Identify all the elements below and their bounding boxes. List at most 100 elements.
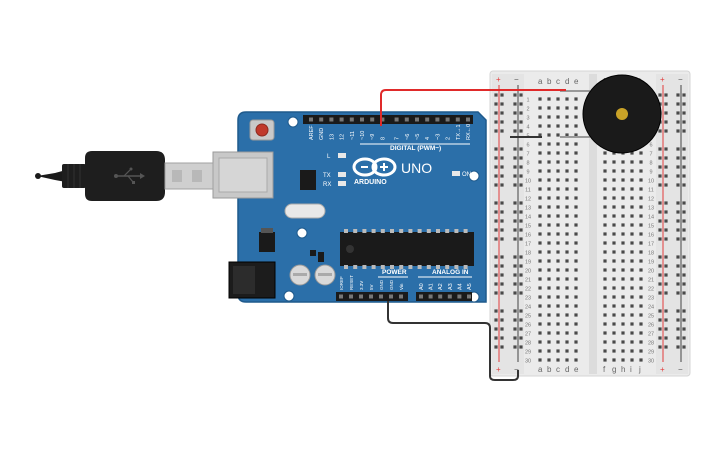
breadboard-hole[interactable]: [547, 331, 551, 335]
rail-hole[interactable]: [664, 210, 668, 214]
rail-hole[interactable]: [664, 318, 668, 322]
breadboard-hole[interactable]: [621, 178, 625, 182]
rail-hole[interactable]: [494, 309, 498, 313]
rail-hole[interactable]: [500, 255, 504, 259]
breadboard-hole[interactable]: [639, 304, 643, 308]
breadboard-hole[interactable]: [621, 331, 625, 335]
breadboard-hole[interactable]: [603, 160, 607, 164]
rail-hole[interactable]: [513, 336, 517, 340]
digital-pin-hole[interactable]: [445, 117, 450, 122]
rail-hole[interactable]: [500, 147, 504, 151]
rail-hole[interactable]: [658, 210, 662, 214]
rail-hole[interactable]: [494, 291, 498, 295]
breadboard-hole[interactable]: [630, 331, 634, 335]
breadboard-hole[interactable]: [547, 151, 551, 155]
breadboard-hole[interactable]: [565, 331, 569, 335]
breadboard-hole[interactable]: [547, 214, 551, 218]
rail-hole[interactable]: [494, 93, 498, 97]
breadboard-hole[interactable]: [547, 115, 551, 119]
rail-hole[interactable]: [494, 327, 498, 331]
rail-hole[interactable]: [676, 201, 680, 205]
breadboard-hole[interactable]: [574, 322, 578, 326]
rail-hole[interactable]: [494, 336, 498, 340]
rail-hole[interactable]: [519, 147, 523, 151]
breadboard-hole[interactable]: [630, 214, 634, 218]
rail-hole[interactable]: [519, 120, 523, 124]
breadboard-hole[interactable]: [630, 268, 634, 272]
breadboard-hole[interactable]: [547, 358, 551, 362]
breadboard-hole[interactable]: [630, 313, 634, 317]
breadboard-hole[interactable]: [630, 196, 634, 200]
breadboard-hole[interactable]: [538, 187, 542, 191]
rail-hole[interactable]: [519, 291, 523, 295]
rail-hole[interactable]: [676, 309, 680, 313]
breadboard-hole[interactable]: [630, 169, 634, 173]
rail-hole[interactable]: [519, 210, 523, 214]
breadboard-hole[interactable]: [565, 187, 569, 191]
breadboard-hole[interactable]: [603, 331, 607, 335]
breadboard-hole[interactable]: [556, 133, 560, 137]
rail-hole[interactable]: [494, 120, 498, 124]
digital-header-holes[interactable]: [309, 117, 470, 122]
rail-hole[interactable]: [682, 327, 686, 331]
rail-hole[interactable]: [676, 111, 680, 115]
rail-hole[interactable]: [658, 345, 662, 349]
rail-hole[interactable]: [494, 102, 498, 106]
rail-hole[interactable]: [682, 174, 686, 178]
rail-hole[interactable]: [513, 147, 517, 151]
rail-hole[interactable]: [500, 111, 504, 115]
rail-hole[interactable]: [664, 237, 668, 241]
breadboard-hole[interactable]: [612, 214, 616, 218]
breadboard-hole[interactable]: [621, 169, 625, 173]
breadboard-hole[interactable]: [639, 259, 643, 263]
breadboard-hole[interactable]: [639, 241, 643, 245]
rail-hole[interactable]: [494, 273, 498, 277]
breadboard-hole[interactable]: [556, 223, 560, 227]
rail-hole[interactable]: [494, 345, 498, 349]
breadboard-hole[interactable]: [565, 97, 569, 101]
breadboard-hole[interactable]: [565, 169, 569, 173]
rail-hole[interactable]: [494, 255, 498, 259]
rail-hole[interactable]: [494, 174, 498, 178]
rail-hole[interactable]: [500, 273, 504, 277]
rail-hole[interactable]: [500, 183, 504, 187]
rail-hole[interactable]: [658, 174, 662, 178]
breadboard-hole[interactable]: [612, 259, 616, 263]
rail-hole[interactable]: [676, 336, 680, 340]
breadboard-hole[interactable]: [556, 214, 560, 218]
rail-hole[interactable]: [500, 219, 504, 223]
rail-hole[interactable]: [513, 273, 517, 277]
rail-hole[interactable]: [682, 111, 686, 115]
breadboard-hole[interactable]: [547, 259, 551, 263]
rail-hole[interactable]: [494, 264, 498, 268]
breadboard-hole[interactable]: [621, 187, 625, 191]
rail-hole[interactable]: [519, 282, 523, 286]
rail-hole[interactable]: [664, 309, 668, 313]
rail-hole[interactable]: [513, 282, 517, 286]
breadboard-hole[interactable]: [630, 223, 634, 227]
breadboard-hole[interactable]: [538, 322, 542, 326]
rail-hole[interactable]: [500, 120, 504, 124]
rail-hole[interactable]: [676, 129, 680, 133]
rail-hole[interactable]: [682, 219, 686, 223]
breadboard-hole[interactable]: [612, 169, 616, 173]
breadboard-hole[interactable]: [565, 322, 569, 326]
rail-hole[interactable]: [513, 129, 517, 133]
breadboard-hole[interactable]: [556, 160, 560, 164]
rail-hole[interactable]: [513, 210, 517, 214]
breadboard-hole[interactable]: [565, 196, 569, 200]
breadboard-hole[interactable]: [574, 349, 578, 353]
rail-hole[interactable]: [664, 102, 668, 106]
breadboard-hole[interactable]: [621, 313, 625, 317]
rail-hole[interactable]: [676, 165, 680, 169]
breadboard-hole[interactable]: [639, 340, 643, 344]
breadboard-hole[interactable]: [538, 286, 542, 290]
breadboard-hole[interactable]: [556, 322, 560, 326]
breadboard-hole[interactable]: [603, 214, 607, 218]
rail-hole[interactable]: [658, 282, 662, 286]
breadboard-hole[interactable]: [630, 277, 634, 281]
breadboard-hole[interactable]: [574, 358, 578, 362]
rail-hole[interactable]: [658, 201, 662, 205]
rail-hole[interactable]: [682, 156, 686, 160]
